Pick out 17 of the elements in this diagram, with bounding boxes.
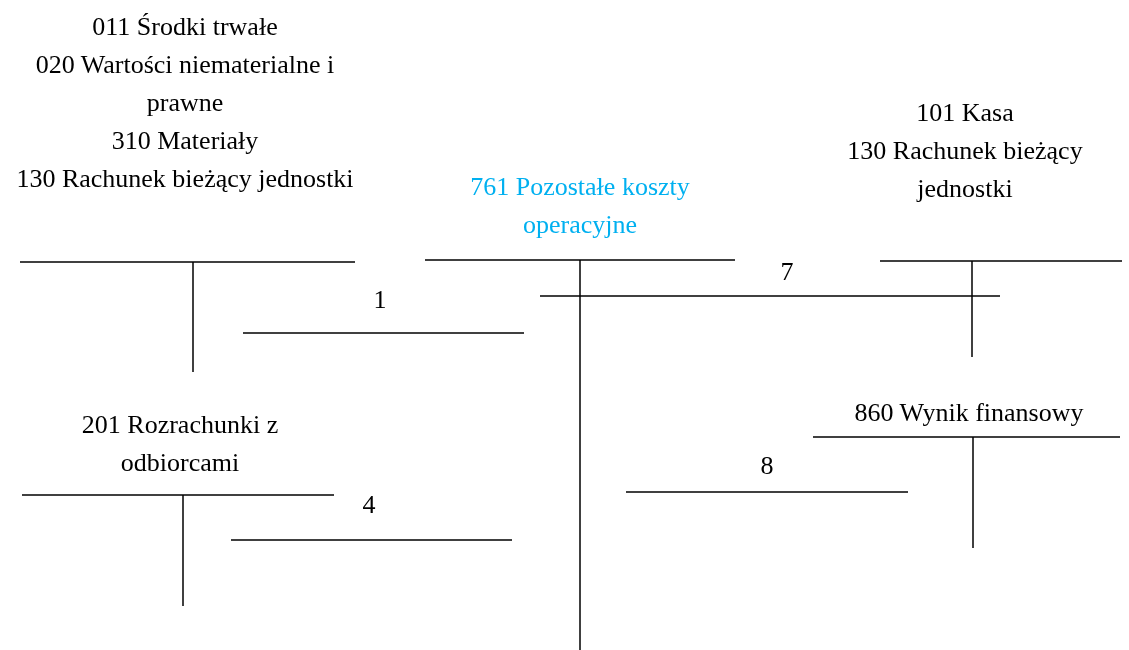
posting-line: [230, 539, 513, 541]
account-title: 011 Środki trwałe: [92, 11, 278, 43]
account-title: 130 Rachunek bieżący jednostki: [16, 163, 354, 195]
edge-label: 4: [362, 490, 376, 520]
edge-label: 7: [780, 257, 794, 287]
account-title: 130 Rachunek bieżący jednostki: [846, 135, 1084, 205]
account-title: 761 Pozostałe koszty operacyjne: [469, 171, 691, 241]
posting-line: [625, 491, 909, 493]
account-title: 201 Rozrachunki z odbiorcami: [80, 409, 280, 479]
account-title: 020 Wartości niematerialne i prawne: [34, 49, 336, 119]
posting-line: [539, 295, 1001, 297]
account-title: 860 Wynik finansowy: [854, 397, 1084, 429]
edge-label: 1: [373, 285, 387, 315]
account-title: 101 Kasa: [916, 97, 1014, 129]
account-title: 310 Materiały: [111, 125, 259, 157]
posting-line: [242, 332, 525, 334]
edge-label: 8: [760, 451, 774, 481]
